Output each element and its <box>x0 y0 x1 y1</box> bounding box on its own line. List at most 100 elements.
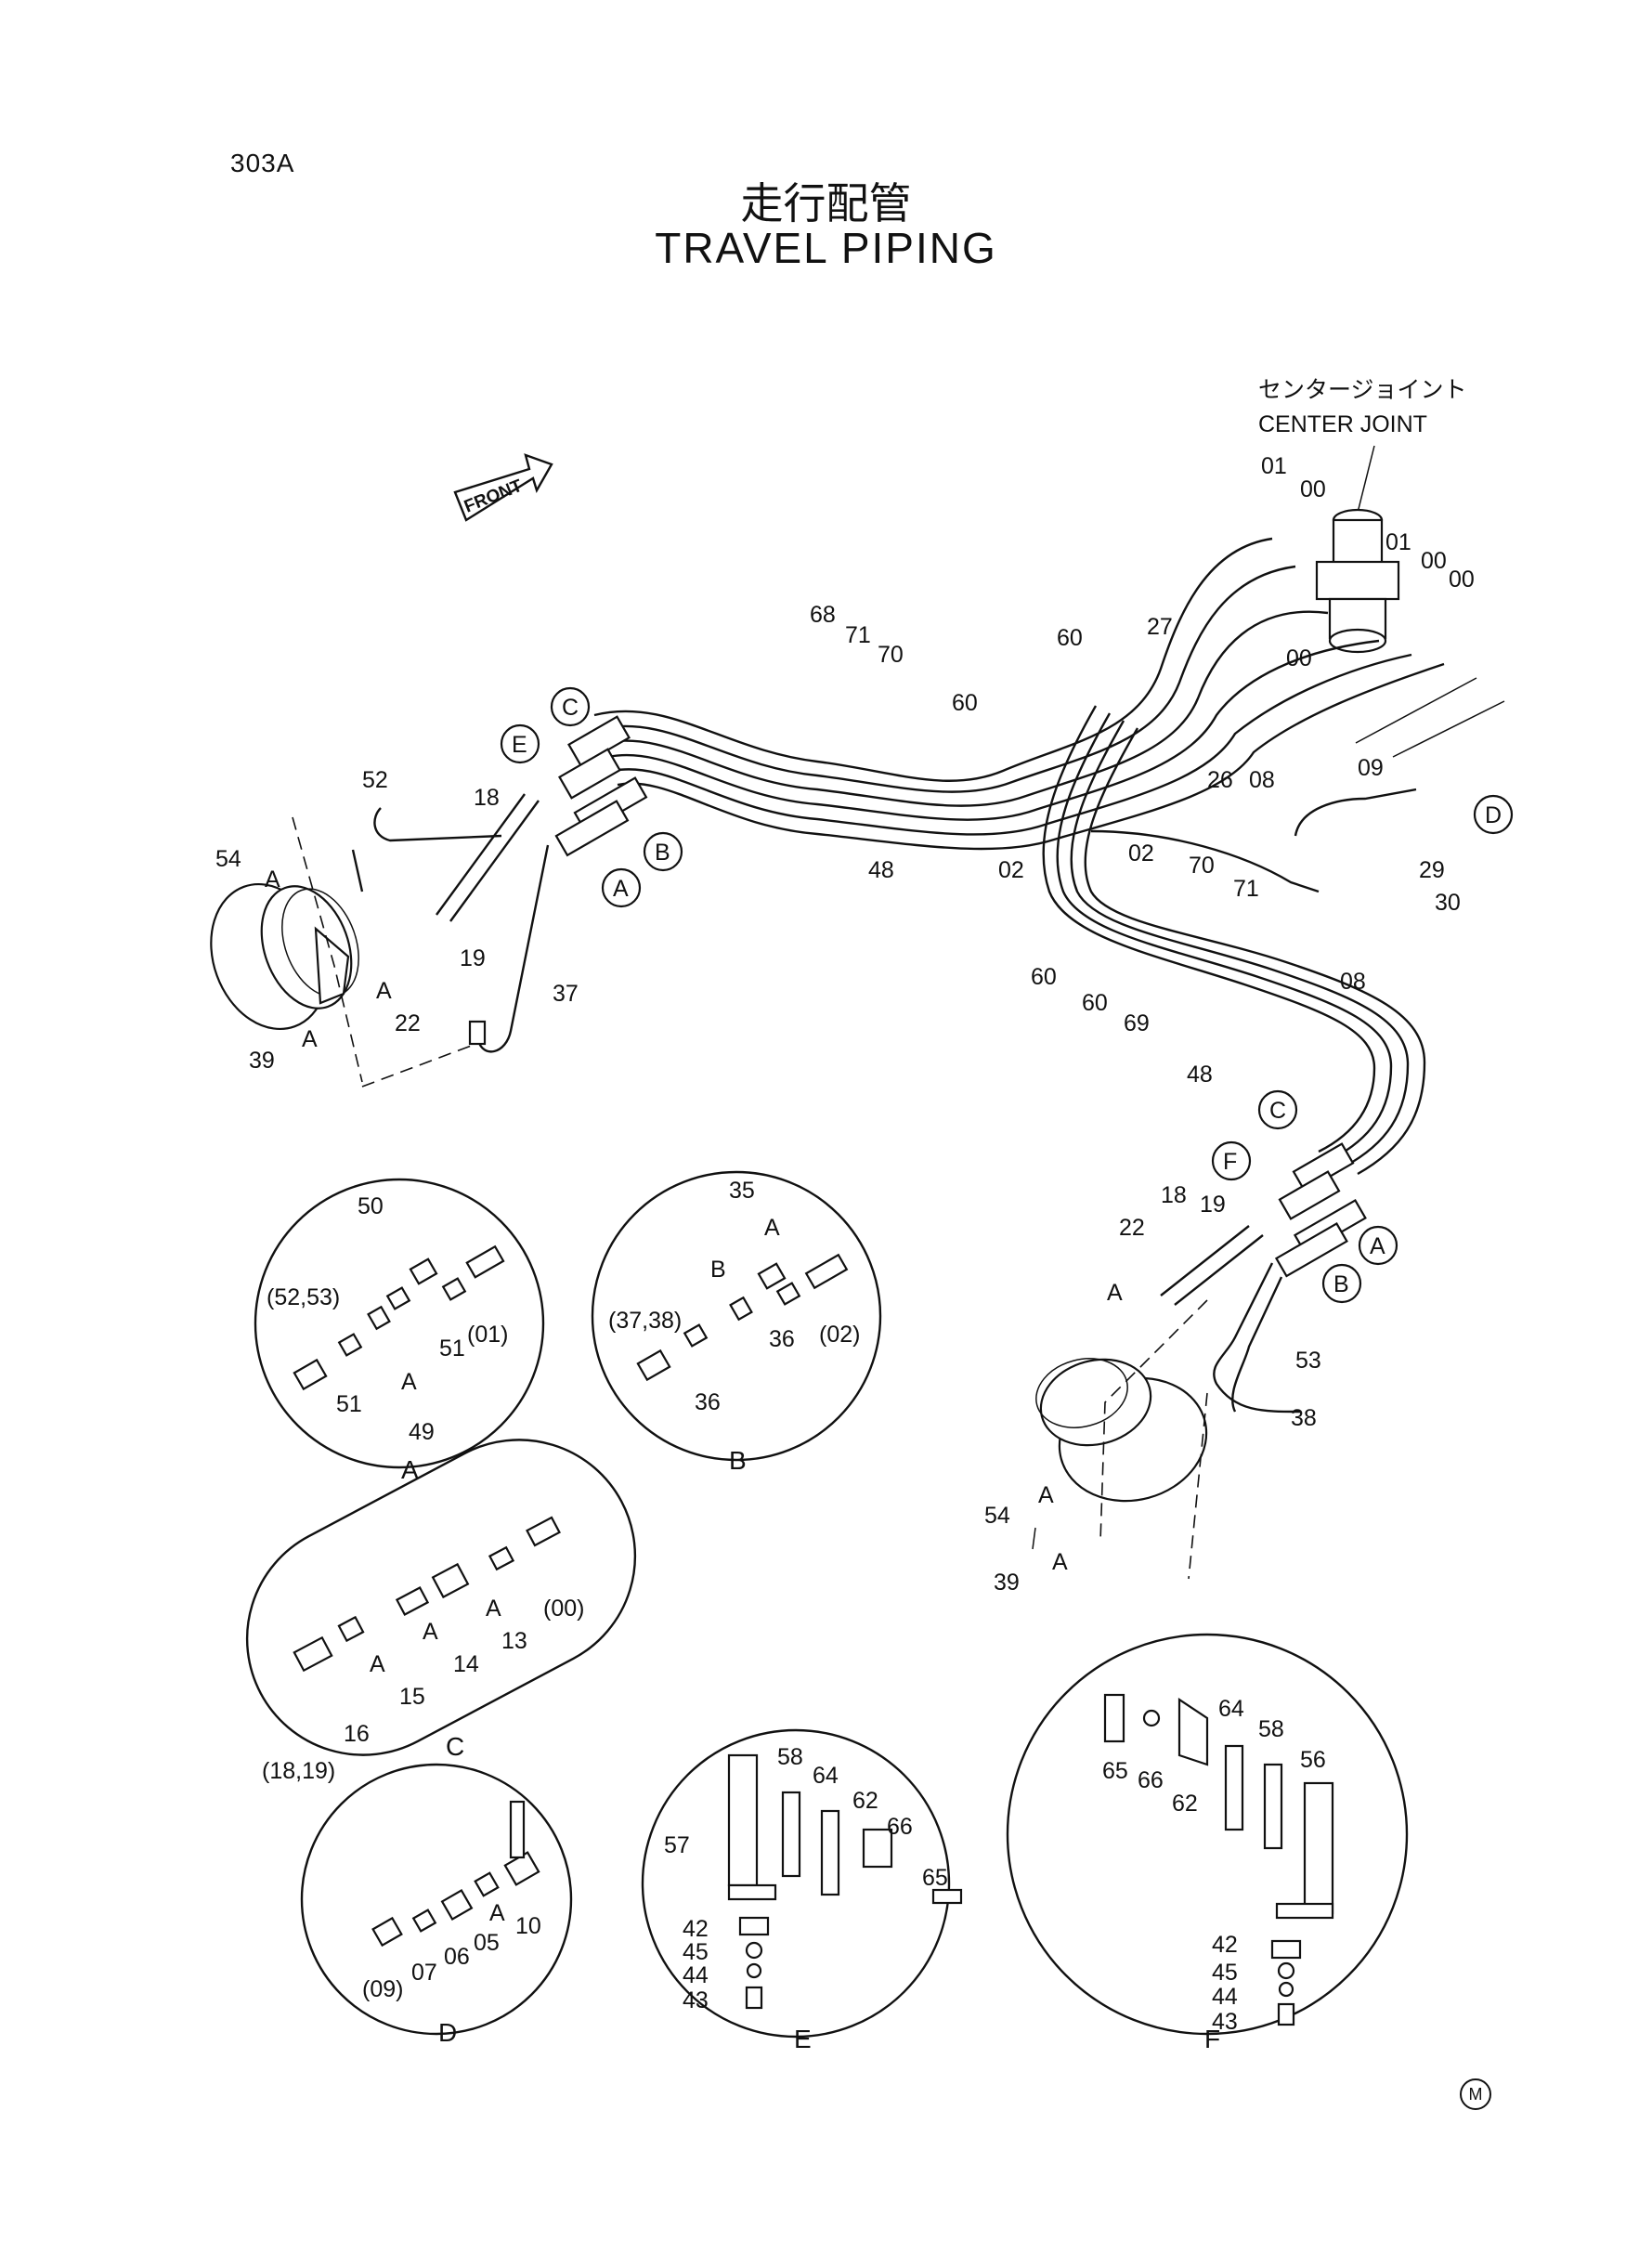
svg-text:(01): (01) <box>467 1322 508 1348</box>
svg-text:57: 57 <box>664 1832 690 1858</box>
svg-text:42: 42 <box>683 1916 709 1942</box>
svg-text:66: 66 <box>887 1814 913 1840</box>
center-joint-icon <box>1315 508 1400 654</box>
svg-text:E: E <box>512 732 527 758</box>
part-label: 38 <box>1291 1405 1317 1431</box>
detail-b: 35 B A (37,38) (02) 36 36 B <box>591 1170 882 1475</box>
title-english: TRAVEL PIPING <box>655 224 997 272</box>
svg-text:62: 62 <box>1172 1791 1198 1817</box>
part-label: 26 <box>1207 767 1233 793</box>
svg-text:A: A <box>489 1900 505 1926</box>
svg-text:51: 51 <box>439 1335 465 1362</box>
detail-c: (00) A 13 A 14 A 15 16 (18,19) C <box>245 1439 637 1784</box>
callout-b-lower: B <box>1321 1263 1362 1304</box>
hose-bundle-upper <box>593 537 1445 851</box>
callout-a-lower: A <box>1358 1225 1398 1266</box>
hose-bundle-right <box>1042 705 1426 1176</box>
part-label: 00 <box>1449 567 1475 593</box>
svg-text:65: 65 <box>1102 1758 1128 1784</box>
svg-text:43: 43 <box>1212 2009 1238 2035</box>
callout-b-upper: B <box>643 831 683 872</box>
part-label: 00 <box>1286 645 1312 671</box>
svg-text:66: 66 <box>1138 1767 1164 1793</box>
center-joint-label-jp: センタージョイント <box>1258 377 1467 403</box>
svg-text:(52,53): (52,53) <box>267 1284 340 1310</box>
svg-text:(37,38): (37,38) <box>608 1308 682 1334</box>
svg-text:07: 07 <box>411 1960 437 1986</box>
front-arrow-icon: FRONT <box>453 453 553 522</box>
part-label: A <box>302 1026 318 1052</box>
detail-a: 50 (52,53) (01) 51 51 A 49 A <box>254 1178 545 1484</box>
part-label: 48 <box>1187 1062 1213 1088</box>
travel-motor-left-icon <box>210 882 359 1031</box>
part-label: 52 <box>362 767 388 793</box>
svg-text:06: 06 <box>444 1944 470 1970</box>
part-label: 60 <box>1057 625 1083 651</box>
part-label: 19 <box>460 945 486 971</box>
svg-text:F: F <box>1204 2025 1220 2053</box>
svg-text:65: 65 <box>922 1865 948 1891</box>
callout-f: F <box>1211 1140 1252 1181</box>
svg-text:(00): (00) <box>543 1596 584 1622</box>
part-label: 01 <box>1261 453 1287 479</box>
part-label: 18 <box>1161 1182 1187 1208</box>
part-label: A <box>1038 1482 1054 1508</box>
svg-text:62: 62 <box>852 1788 878 1814</box>
part-label: 09 <box>1358 755 1384 781</box>
part-label: A <box>1107 1280 1123 1306</box>
travel-motor-right-icon <box>1035 1358 1208 1503</box>
part-label: 71 <box>1233 876 1259 902</box>
part-label: 18 <box>474 785 500 811</box>
svg-text:D: D <box>438 2018 457 2047</box>
detail-e: 57 58 64 62 66 65 42 45 44 43 E <box>641 1728 963 2053</box>
svg-text:45: 45 <box>683 1939 709 1965</box>
svg-text:36: 36 <box>769 1326 795 1352</box>
svg-text:A: A <box>486 1596 501 1622</box>
part-label: 70 <box>1189 853 1215 879</box>
svg-text:C: C <box>1269 1098 1286 1124</box>
svg-text:(18,19): (18,19) <box>262 1758 335 1784</box>
center-joint-label-en: CENTER JOINT <box>1258 411 1427 437</box>
svg-text:A: A <box>401 1369 417 1395</box>
part-label: 00 <box>1421 548 1447 574</box>
part-label: 60 <box>1031 964 1057 990</box>
svg-text:(02): (02) <box>819 1322 860 1348</box>
detail-d: (09) 07 06 05 A 10 D <box>300 1763 573 2047</box>
svg-text:05: 05 <box>474 1930 500 1956</box>
svg-text:B: B <box>729 1446 747 1475</box>
page-code: 303A <box>230 149 295 177</box>
part-label: A <box>265 866 280 892</box>
part-label: 60 <box>952 690 978 716</box>
callout-a-upper: A <box>601 867 642 908</box>
detail-f: 65 66 62 64 58 56 42 45 44 43 F <box>1006 1633 1409 2053</box>
part-label: 08 <box>1340 969 1366 995</box>
svg-text:13: 13 <box>501 1628 527 1654</box>
svg-text:B: B <box>655 840 670 866</box>
svg-text:C: C <box>446 1732 464 1761</box>
callout-d: D <box>1473 794 1514 835</box>
part-label: 54 <box>984 1503 1010 1529</box>
svg-text:64: 64 <box>813 1763 839 1789</box>
svg-text:10: 10 <box>515 1913 541 1939</box>
part-label: A <box>1052 1549 1068 1575</box>
svg-text:42: 42 <box>1212 1932 1238 1958</box>
callout-e: E <box>500 723 540 764</box>
part-label: 02 <box>998 857 1024 883</box>
part-label: 39 <box>249 1048 275 1074</box>
svg-text:C: C <box>562 695 579 721</box>
svg-text:(09): (09) <box>362 1976 403 2002</box>
part-label: 54 <box>215 846 241 872</box>
svg-text:A: A <box>423 1619 438 1645</box>
svg-text:58: 58 <box>777 1744 803 1770</box>
left-hose-ends <box>351 715 648 1053</box>
right-hose-ends <box>1160 1142 1367 1414</box>
svg-text:51: 51 <box>336 1391 362 1417</box>
svg-text:49: 49 <box>409 1419 435 1445</box>
part-label: 60 <box>1082 990 1108 1016</box>
svg-text:35: 35 <box>729 1178 755 1204</box>
part-label: 22 <box>1119 1215 1145 1241</box>
part-label: 69 <box>1124 1010 1150 1036</box>
svg-text:16: 16 <box>344 1721 370 1747</box>
svg-text:58: 58 <box>1258 1716 1284 1742</box>
